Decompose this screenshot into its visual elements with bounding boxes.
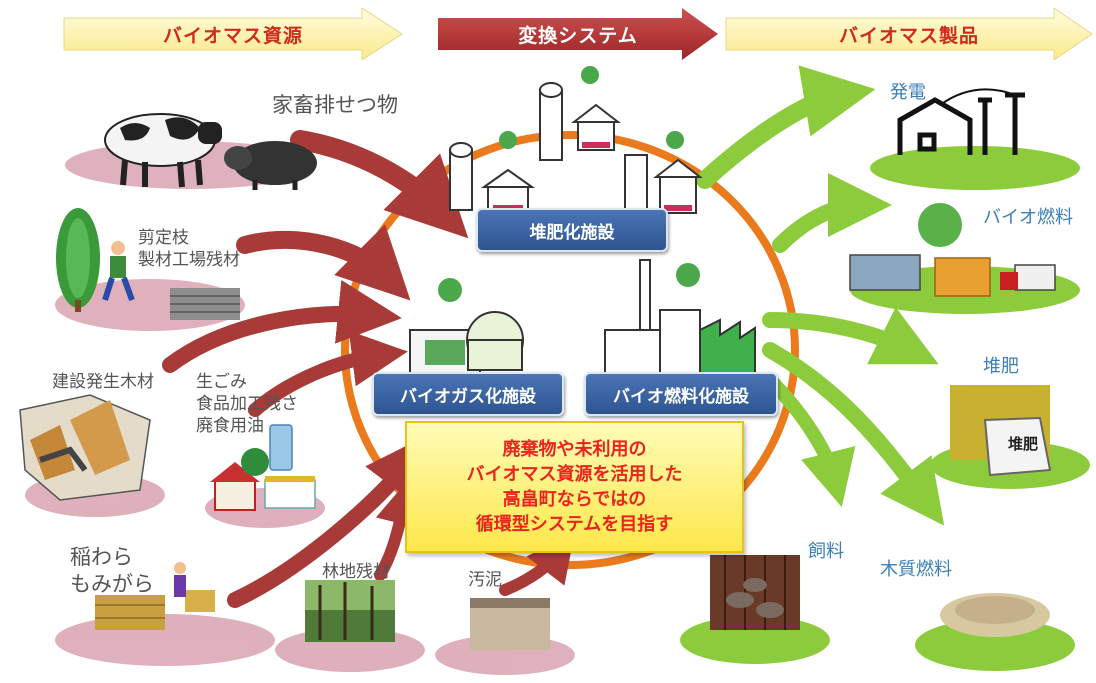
compost-bag-label: 堆肥 — [1007, 434, 1038, 453]
label-feed: 飼料 — [808, 541, 844, 562]
input-arrows — [162, 130, 575, 608]
label-construction-wood: 建設発生木材 — [52, 372, 154, 392]
header-products: バイオマス製品 — [724, 8, 1094, 60]
label-food-waste-3: 廃食用油 — [196, 416, 264, 436]
compost-facility-illustration — [449, 66, 703, 216]
straw-illustration — [95, 562, 215, 630]
power-illustration — [897, 88, 1025, 155]
label-power: 発電 — [890, 82, 926, 103]
biogas-facility-illustration — [409, 278, 524, 376]
label-wood-fuel: 木質燃料 — [880, 559, 952, 580]
ground-woodfuel — [915, 619, 1075, 671]
lumber-pile-illustration — [170, 288, 240, 320]
ground-power — [870, 146, 1080, 190]
sludge-photo — [470, 598, 550, 650]
worker-illustration — [102, 241, 135, 302]
tree-illustration — [56, 208, 100, 312]
feed-illustration — [710, 555, 800, 630]
label-biofuel: バイオ燃料 — [983, 207, 1073, 228]
facility-biofuel: バイオ燃料化施設 — [584, 372, 778, 416]
biofuel-illustration — [849, 203, 1056, 297]
label-rice-straw: 稲わら — [70, 545, 133, 569]
goal-line-2: バイオマス資源を活用した — [466, 463, 683, 485]
header-resources-label: バイオマス資源 — [162, 24, 303, 47]
header-conversion-label: 変換システム — [518, 24, 638, 47]
label-food-waste-1: 生ごみ — [196, 372, 247, 392]
label-lumber-mill-waste: 製材工場残材 — [138, 250, 240, 270]
header-products-label: バイオマス製品 — [838, 24, 979, 47]
goal-line-4: 循環型システムを目指す — [475, 514, 674, 536]
goal-box: 廃棄物や未利用の バイオマス資源を活用した 高畠町ならではの 循環型システムを目… — [405, 421, 744, 553]
construction-wood-illustration — [19, 394, 151, 501]
label-rice-husk: もみがら — [70, 572, 154, 596]
label-sludge: 汚泥 — [468, 570, 502, 590]
header-resources: バイオマス資源 — [62, 8, 404, 60]
output-arrows — [696, 65, 945, 526]
wood-pellets-illustration — [940, 593, 1050, 637]
header-conversion: 変換システム — [436, 8, 720, 60]
pig-illustration — [224, 141, 317, 190]
food-waste-illustration — [210, 424, 316, 511]
goal-line-1: 廃棄物や未利用の — [502, 438, 647, 460]
label-pruned-branches: 剪定枝 — [138, 228, 189, 248]
label-livestock-waste: 家畜排せつ物 — [272, 93, 398, 117]
facility-biogas: バイオガス化施設 — [372, 372, 564, 416]
label-food-waste-2: 食品加工残さ — [196, 394, 298, 414]
cow-illustration — [104, 113, 222, 188]
goal-line-3: 高畠町ならではの — [502, 489, 647, 510]
biofuel-facility-illustration — [604, 259, 756, 376]
forest-photo — [305, 580, 395, 642]
compost-bag-illustration — [950, 385, 1052, 477]
label-compost: 堆肥 — [983, 356, 1019, 377]
label-forest-residue: 林地残材 — [322, 562, 390, 582]
facility-compost: 堆肥化施設 — [476, 208, 668, 252]
